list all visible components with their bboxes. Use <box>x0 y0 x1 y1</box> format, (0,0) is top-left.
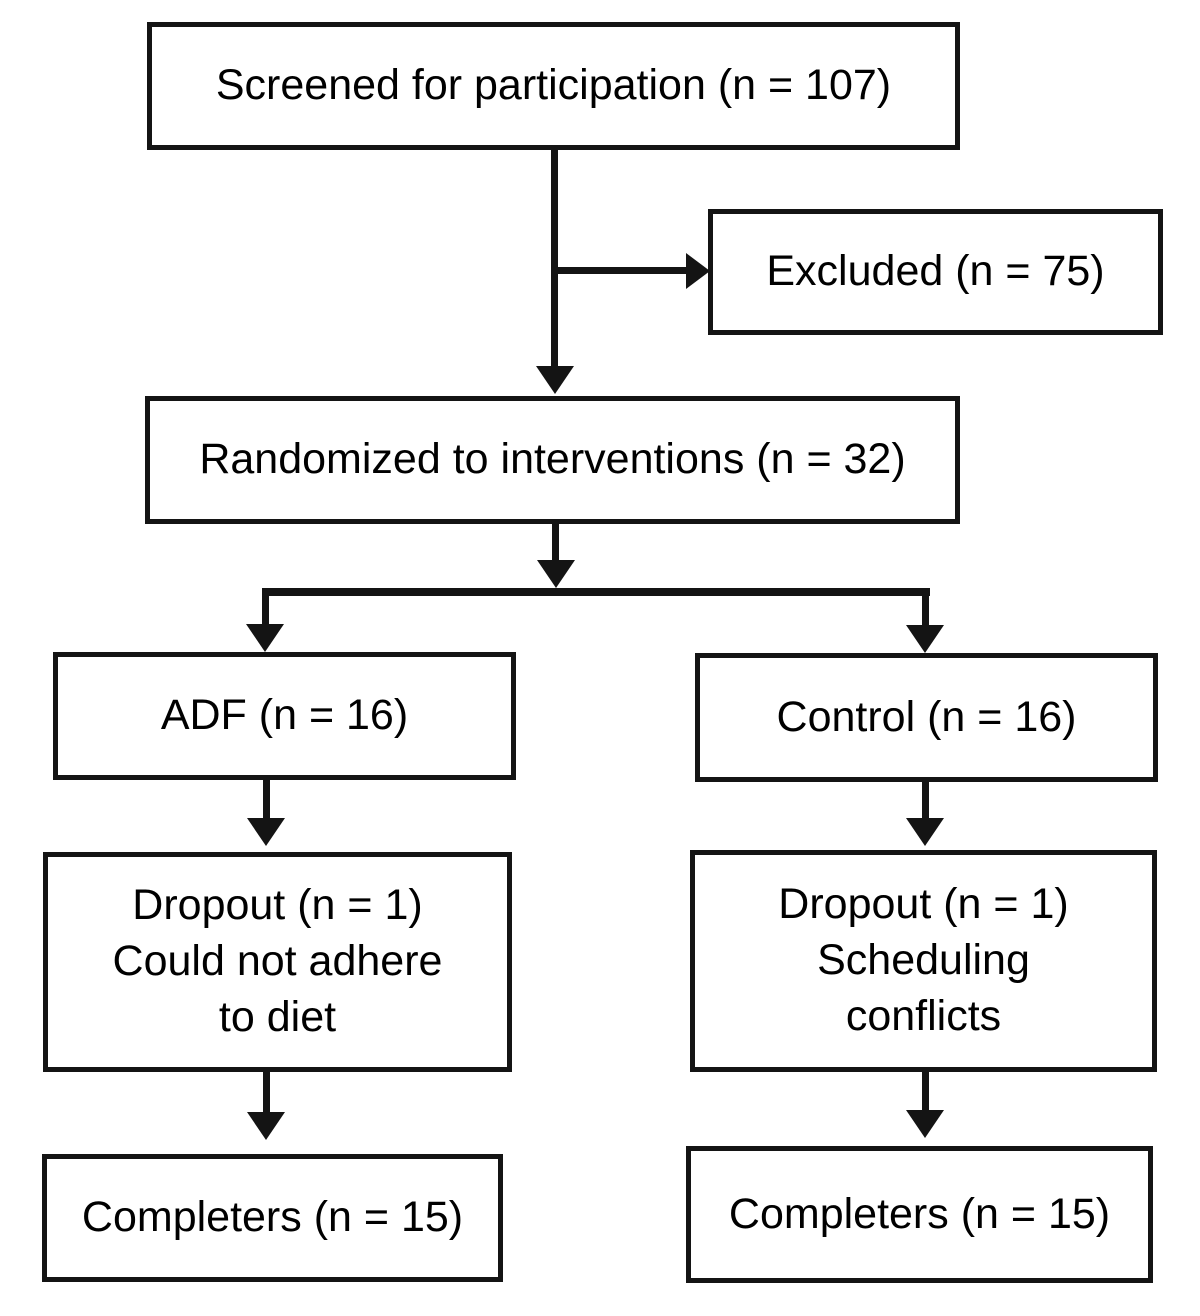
arrowhead-control-to-dropout <box>906 818 944 846</box>
node-excluded: Excluded (n = 75) <box>708 209 1163 335</box>
line-adf-dropout-to-completers <box>263 1070 270 1114</box>
node-adf-dropout: Dropout (n = 1) Could not adhere to diet <box>43 852 512 1072</box>
line-screened-to-excluded <box>551 267 688 274</box>
line-control-to-dropout <box>922 780 929 820</box>
line-screened-to-randomized <box>551 148 558 368</box>
arrowhead-control-dropout-to-completers <box>906 1110 944 1138</box>
line-randomized-to-split <box>552 522 559 562</box>
line-split-bar <box>262 588 930 596</box>
line-split-to-control <box>922 594 929 627</box>
arrowhead-adf-to-dropout <box>247 818 285 846</box>
node-control: Control (n = 16) <box>695 653 1158 782</box>
line-adf-to-dropout <box>263 778 270 820</box>
node-adf-completers: Completers (n = 15) <box>42 1154 503 1282</box>
line-control-dropout-to-completers <box>922 1070 929 1112</box>
line-split-to-adf <box>262 594 269 626</box>
arrowhead-adf-dropout-to-completers <box>247 1112 285 1140</box>
node-randomized: Randomized to interventions (n = 32) <box>145 396 960 524</box>
arrowhead-screened-to-excluded <box>686 253 710 289</box>
arrowhead-randomized-to-split <box>537 560 575 588</box>
node-control-completers: Completers (n = 15) <box>686 1146 1153 1283</box>
arrowhead-screened-to-randomized <box>536 366 574 394</box>
arrowhead-split-to-control <box>906 625 944 653</box>
node-control-dropout: Dropout (n = 1) Scheduling conflicts <box>690 850 1157 1072</box>
arrowhead-split-to-adf <box>246 624 284 652</box>
node-screened: Screened for participation (n = 107) <box>147 22 960 150</box>
node-adf: ADF (n = 16) <box>53 652 516 780</box>
